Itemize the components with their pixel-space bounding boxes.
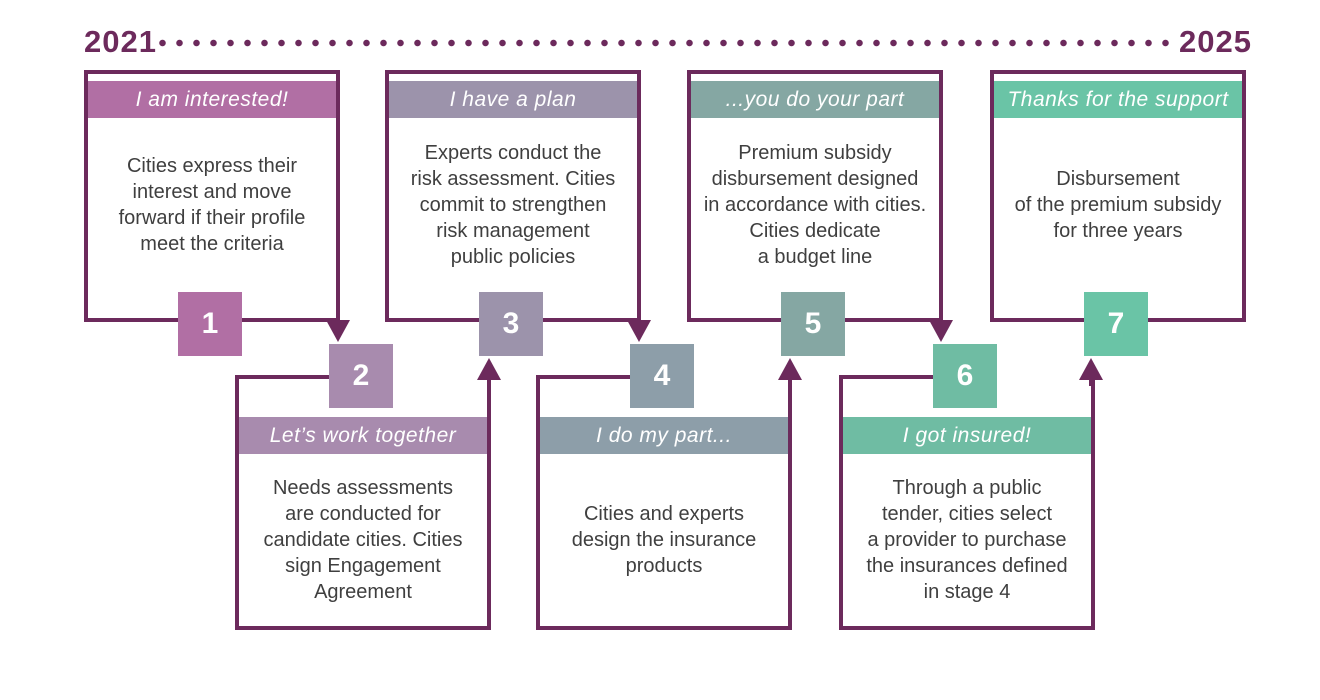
stage-4-title: I do my part... — [596, 423, 732, 447]
stage-1: I am interested! Cities express their in… — [84, 70, 340, 356]
connector-arrow-1-to-2 — [326, 312, 350, 342]
stage-2-title-band: Let’s work together — [239, 417, 487, 454]
stage-7-number-badge: 7 — [1084, 292, 1148, 356]
connector-arrow-3-to-4 — [627, 312, 651, 342]
stage-4-top-border-segment — [536, 375, 646, 379]
stage-7: Thanks for the support Disbursement of t… — [990, 70, 1246, 356]
arrow-up-icon — [1079, 358, 1103, 380]
stage-7-description: Disbursement of the premium subsidy for … — [1014, 168, 1222, 242]
stage-3-description: Experts conduct the risk assessment. Cit… — [410, 142, 616, 268]
stage-5: ...you do your part Premium subsidy disb… — [687, 70, 943, 356]
stage-5-description: Premium subsidy disbursement designed in… — [703, 142, 927, 268]
stage-4-title-band: I do my part... — [540, 417, 788, 454]
stage-1-number-badge: 1 — [178, 292, 242, 356]
stage-1-title-band: I am interested! — [88, 81, 336, 118]
stage-6-description: Through a public tender, cities select a… — [866, 477, 1068, 603]
stage-6-top-border-segment — [839, 375, 949, 379]
arrow-down-icon — [929, 320, 953, 342]
stage-3-number-badge: 3 — [479, 292, 543, 356]
year-start-label: 2021 — [84, 24, 157, 59]
arrow-shaft — [637, 312, 641, 320]
arrow-shaft — [487, 378, 491, 386]
stage-3: I have a plan Experts conduct the risk a… — [385, 70, 641, 356]
connector-arrow-6-to-7 — [1079, 358, 1103, 388]
arrow-down-icon — [627, 320, 651, 342]
stage-6-title-band: I got insured! — [843, 417, 1091, 454]
connector-arrow-4-to-5 — [778, 358, 802, 388]
arrow-up-icon — [778, 358, 802, 380]
stage-5-title: ...you do your part — [725, 87, 905, 111]
stage-2-title: Let’s work together — [269, 423, 457, 447]
stage-2: Let’s work together Needs assessments ar… — [235, 344, 491, 630]
stage-6: I got insured! Through a public tender, … — [839, 344, 1095, 630]
year-end-label: 2025 — [1179, 24, 1252, 59]
arrow-shaft — [939, 312, 943, 320]
stage-6-title: I got insured! — [902, 423, 1032, 447]
stage-5-number-badge: 5 — [781, 292, 845, 356]
stage-3-title-band: I have a plan — [389, 81, 637, 118]
arrow-shaft — [788, 378, 792, 386]
arrow-down-icon — [326, 320, 350, 342]
arrow-shaft — [1089, 378, 1093, 386]
stage-1-description: Cities express their interest and move f… — [118, 155, 306, 255]
stage-2-number-badge: 2 — [329, 344, 393, 408]
stage-2-description: Needs assessments are conducted for cand… — [263, 477, 463, 603]
stage-3-title: I have a plan — [449, 87, 577, 111]
stage-5-title-band: ...you do your part — [691, 81, 939, 118]
stage-4: I do my part... Cities and experts desig… — [536, 344, 792, 630]
stage-6-number-badge: 6 — [933, 344, 997, 408]
arrow-up-icon — [477, 358, 501, 380]
connector-arrow-2-to-3 — [477, 358, 501, 388]
arrow-shaft — [336, 312, 340, 320]
connector-arrow-5-to-6 — [929, 312, 953, 342]
stage-7-title-band: Thanks for the support — [994, 81, 1242, 118]
stage-7-title: Thanks for the support — [1007, 87, 1229, 111]
stage-2-top-border-segment — [235, 375, 345, 379]
stage-4-number-badge: 4 — [630, 344, 694, 408]
stage-1-title: I am interested! — [135, 87, 289, 111]
stage-4-description: Cities and experts design the insurance … — [571, 503, 757, 577]
timeline-dotted-line — [154, 38, 1170, 48]
